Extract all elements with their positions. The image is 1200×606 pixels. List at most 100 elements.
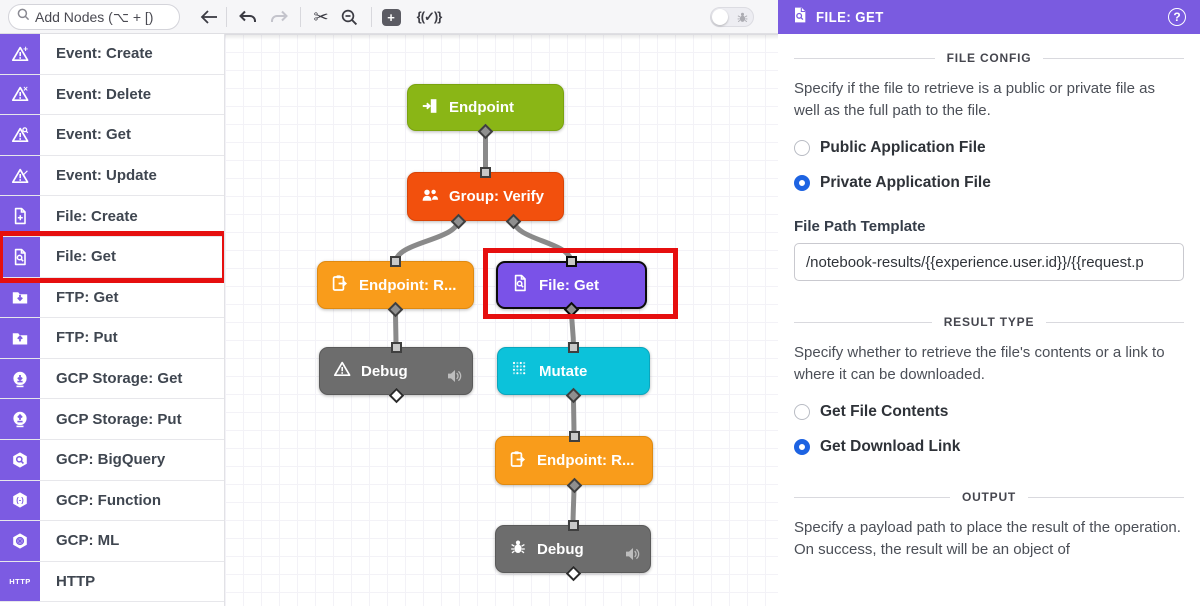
svg-text:(-): (-): [16, 496, 24, 505]
sidebar-item-ftp-get[interactable]: FTP: Get: [0, 277, 224, 319]
gcp-bigquery-icon: [0, 439, 40, 480]
radio-selected-icon[interactable]: [794, 439, 810, 456]
cut-button[interactable]: ✂: [313, 6, 329, 27]
bug-icon: [736, 11, 749, 29]
radio-unselected-icon[interactable]: [794, 140, 810, 157]
sidebar-item-file-create[interactable]: File: Create: [0, 196, 224, 237]
input-connector[interactable]: [480, 166, 491, 178]
file-path-template-input[interactable]: [794, 243, 1184, 282]
input-connector[interactable]: [390, 341, 402, 353]
sidebar-item-label: GCP: BigQuery: [56, 451, 166, 469]
section-heading-label: OUTPUT: [961, 490, 1017, 505]
event-get-icon: [0, 115, 40, 155]
field-label: File Path Template: [794, 218, 926, 236]
node-label: Endpoint: [449, 99, 514, 116]
gcp-storage-put-icon: [0, 399, 40, 439]
input-connector[interactable]: [568, 341, 579, 353]
workflow-node-debug-2[interactable]: Debug: [495, 525, 651, 573]
edge-n-group-to-n-ep-reply-1: [393, 216, 461, 266]
file-get-icon: [792, 6, 807, 29]
section-description: Specify if the file to retrieve is a pub…: [794, 80, 1155, 120]
template-tester-button[interactable]: {(✓)}: [416, 9, 443, 24]
radio-option[interactable]: Get Download Link: [794, 438, 1184, 456]
redo-button[interactable]: [266, 0, 292, 34]
warning-icon: [333, 360, 351, 382]
debug-mode-toggle[interactable]: [710, 7, 754, 27]
node-label: Endpoint: R...: [359, 276, 457, 294]
sidebar-item-ftp-put[interactable]: FTP: Put: [0, 318, 224, 359]
search-icon: [17, 8, 30, 26]
sidebar-item-gcp-ml[interactable]: GCP: ML: [0, 521, 224, 562]
node-label: File: Get: [539, 276, 600, 294]
endpoint-reply-icon: [509, 450, 527, 472]
sidebar-item-label: File: Get: [56, 248, 117, 266]
file-get-node-icon: [511, 274, 529, 296]
sidebar-item-gcp-bigquery[interactable]: GCP: BigQuery: [0, 439, 224, 481]
back-button[interactable]: [196, 0, 222, 34]
sidebar-item-label: Event: Create: [56, 45, 153, 63]
config-section-output: OUTPUT Specify a payload path to place th…: [794, 490, 1185, 561]
sidebar-item-label: FTP: Put: [56, 329, 118, 347]
input-connector[interactable]: [568, 430, 580, 442]
sidebar-item-label: Event: Update: [56, 167, 157, 185]
editor-left-region: ✂ + {(✓)} + Event: Create ×Event: DeleteEv…: [0, 0, 778, 606]
file-create-icon: [0, 196, 40, 236]
sidebar-item-event-create[interactable]: + Event: Create: [0, 34, 224, 75]
ftp-put-icon: [0, 318, 40, 358]
section-heading: OUTPUT: [794, 490, 1185, 505]
sidebar-item-gcp-function[interactable]: (-)GCP: Function: [0, 480, 224, 522]
toolbar-divider: [300, 7, 301, 27]
toolbar-divider: [371, 7, 372, 27]
add-nodes-searchbox[interactable]: [8, 4, 180, 30]
workflow-node-mutate[interactable]: Mutate: [497, 347, 650, 395]
add-comment-button[interactable]: +: [378, 0, 404, 34]
gcp-function-icon: (-): [0, 480, 40, 521]
node-label: Endpoint: R...: [537, 452, 635, 469]
event-create-icon: +: [0, 34, 40, 74]
section-description: Specify a payload path to place the resu…: [794, 519, 1181, 559]
radio-label: Public Application File: [820, 139, 986, 157]
sidebar-item-label: Event: Get: [56, 126, 132, 144]
workflow-node-ep-reply-2[interactable]: Endpoint: R...: [495, 436, 653, 485]
group-icon: [421, 186, 439, 208]
event-update-icon: [0, 155, 40, 196]
input-connector[interactable]: [567, 519, 579, 531]
sidebar-item-event-delete[interactable]: ×Event: Delete: [0, 74, 224, 116]
radio-option[interactable]: Public Application File: [794, 139, 1184, 157]
sidebar-item-event-update[interactable]: Event: Update: [0, 155, 224, 197]
http-icon: HTTP: [0, 561, 40, 602]
toolbar-divider: [226, 7, 227, 27]
add-nodes-input[interactable]: [35, 9, 171, 25]
sidebar-item-gcp-storage-get[interactable]: GCP Storage: Get: [0, 358, 224, 400]
radio-unselected-icon[interactable]: [794, 404, 810, 421]
sidebar-item-event-get[interactable]: Event: Get: [0, 115, 224, 156]
help-icon[interactable]: ?: [1168, 8, 1186, 26]
speaker-icon: [625, 547, 641, 565]
zoom-out-button[interactable]: [336, 0, 362, 34]
config-panel-title: FILE: GET: [816, 8, 884, 26]
speaker-icon: [447, 369, 463, 387]
edge-n-group-to-n-file-get: [511, 216, 574, 266]
file-get-icon: [0, 236, 40, 277]
workflow-node-group[interactable]: Group: Verify: [407, 172, 564, 221]
radio-option[interactable]: Private Application File: [794, 174, 1184, 192]
ftp-get-icon: [0, 277, 40, 318]
input-connector[interactable]: [566, 255, 577, 267]
section-description: Specify whether to retrieve the file's c…: [794, 344, 1165, 384]
workflow-node-endpoint[interactable]: Endpoint: [407, 84, 564, 131]
undo-button[interactable]: [234, 0, 260, 34]
sidebar-item-file-get[interactable]: File: Get: [0, 236, 224, 278]
radio-option[interactable]: Get File Contents: [794, 403, 1184, 421]
input-connector[interactable]: [390, 255, 401, 267]
sidebar-item-gcp-storage-put[interactable]: GCP Storage: Put: [0, 399, 224, 440]
radio-label: Private Application File: [820, 174, 991, 192]
node-label: Debug: [537, 540, 584, 558]
radio-selected-icon[interactable]: [794, 175, 810, 192]
